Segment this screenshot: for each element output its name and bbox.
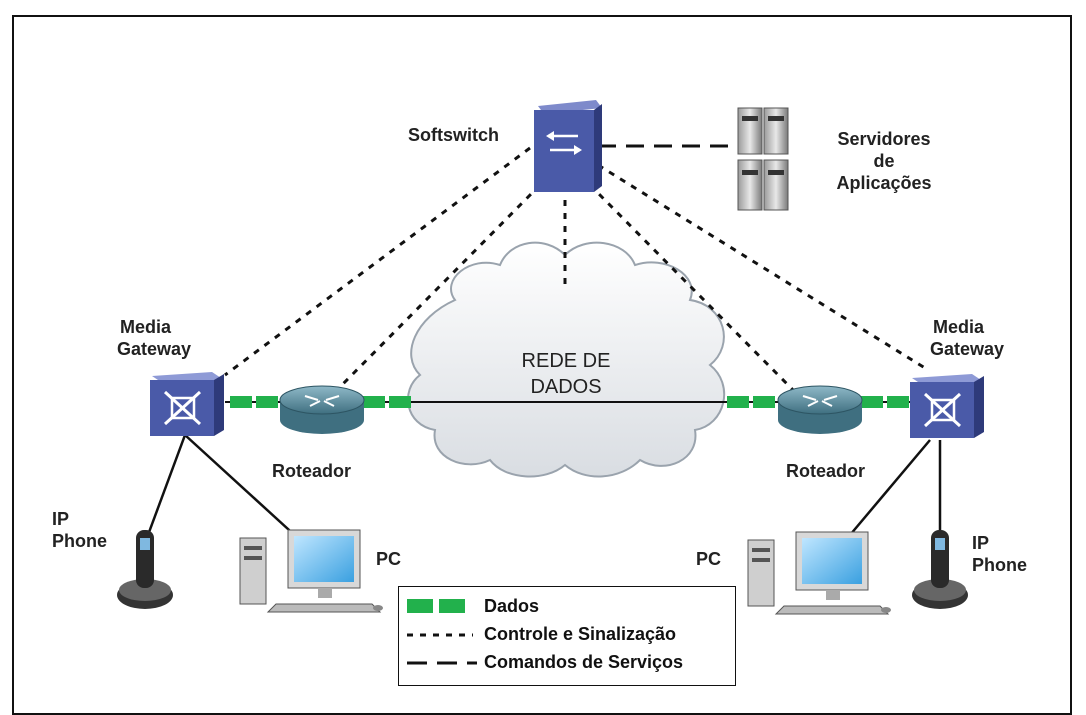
ip-phone-left-label-line1: IP xyxy=(52,509,70,529)
pc-left-icon xyxy=(239,529,383,613)
network-diagram xyxy=(117,100,984,615)
cloud-label-line2: DADOS xyxy=(530,376,602,398)
router-left-icon xyxy=(279,385,365,434)
legend-swatch-commands xyxy=(407,661,477,665)
signal-line-softswitch-mg-left xyxy=(224,146,531,377)
media-gateway-right-label: Media Gateway xyxy=(930,316,1004,360)
softswitch-label: Softswitch xyxy=(408,125,500,145)
signaling-lines xyxy=(224,146,926,394)
signal-line-softswitch-router-left xyxy=(333,183,542,394)
app-servers-label-line3: Aplicações xyxy=(836,173,932,193)
mg-left-label-line2: Gateway xyxy=(117,339,192,359)
media-gateway-left-label: Media Gateway xyxy=(117,316,191,360)
pc-right-icon xyxy=(747,531,891,615)
ip-phone-right-icon xyxy=(912,530,968,609)
application-servers-icon xyxy=(737,107,789,211)
ip-phone-left-label-line2: Phone xyxy=(52,531,108,551)
pc-left-label: PC xyxy=(376,549,402,569)
legend-item-commands: Comandos de Serviços xyxy=(399,651,735,675)
ip-phone-right-label-line2: Phone xyxy=(972,555,1028,575)
legend-item-signaling: Controle e Sinalização xyxy=(399,623,735,647)
router-right-label: Roteador xyxy=(786,461,866,481)
signal-line-softswitch-router-right xyxy=(588,183,797,394)
ip-phone-left-label: IP Phone xyxy=(52,508,107,552)
legend-swatch-data xyxy=(407,599,465,613)
router-right-icon xyxy=(777,385,863,434)
ip-phone-right-label: IP Phone xyxy=(972,532,1027,576)
legend-item-data: Dados xyxy=(399,595,735,619)
cloud-label-line1: REDE DE xyxy=(521,350,611,372)
legend-label-data: Dados xyxy=(484,596,540,616)
mg-right-label-line2: Gateway xyxy=(930,339,1005,359)
app-servers-label-line1: Servidores xyxy=(837,129,931,149)
legend-label-signaling: Controle e Sinalização xyxy=(484,624,677,644)
media-gateway-left-icon xyxy=(150,372,224,436)
data-link-blocks xyxy=(230,396,909,408)
app-servers-label: Servidores de Aplicações xyxy=(822,128,946,194)
legend-label-commands: Comandos de Serviços xyxy=(484,652,684,672)
mg-right-label-line1: Media xyxy=(933,317,985,337)
app-servers-label-line2: de xyxy=(873,151,895,171)
legend-swatch-signaling xyxy=(407,633,473,637)
mg-left-label-line1: Media xyxy=(120,317,172,337)
legend: Dados Controle e Sinalização Comandos de… xyxy=(398,586,736,686)
softswitch-icon xyxy=(534,100,602,192)
cloud-label: REDE DE DADOS xyxy=(500,348,632,400)
router-left-label: Roteador xyxy=(272,461,352,481)
media-gateway-right-icon xyxy=(910,374,984,438)
ip-phone-right-label-line1: IP xyxy=(972,533,990,553)
pc-right-label: PC xyxy=(696,549,722,569)
ip-phone-left-icon xyxy=(117,530,173,609)
access-lines xyxy=(146,434,942,541)
